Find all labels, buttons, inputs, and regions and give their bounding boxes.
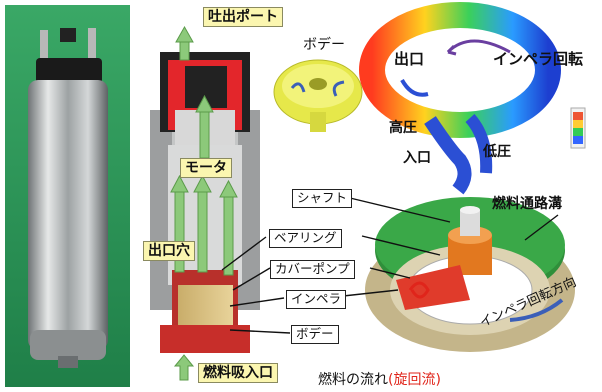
flow-arrow-icon: [400, 78, 429, 97]
motor-label: モータ: [180, 158, 232, 178]
fuel-flow-caption: 燃料の流れ(旋回流): [318, 373, 441, 387]
leader-lines: [221, 197, 559, 334]
swirl-arrow-icon: [408, 281, 430, 299]
impeller-rotation-label: インペラ回転: [493, 50, 584, 68]
pump-photo: [5, 5, 130, 387]
rotation-arrow-icon: [290, 82, 306, 93]
outlet-hole-label: 出口穴: [143, 241, 195, 261]
swirl-flow-text: (旋回流): [388, 372, 441, 388]
outlet-label: 出口: [394, 50, 425, 68]
rotation-arrow-icon: [509, 298, 564, 322]
high-pressure-label: 高圧: [389, 120, 417, 136]
bearing-label: ベアリング: [269, 229, 342, 248]
fuel-flow-text: 燃料の流れ: [318, 372, 388, 388]
body-top-label: ボデー: [303, 37, 345, 53]
pressure-ring-simulation: [359, 2, 586, 195]
fuel-intake-label: 燃料吸入口: [198, 363, 278, 383]
impeller-label: インペラ: [286, 290, 347, 309]
discharge-port-label: 吐出ポート: [203, 7, 283, 27]
body-bottom-label: ボデー: [291, 325, 339, 344]
inlet-label: 入口: [403, 150, 431, 166]
fuel-channel-groove-label: 燃料通路溝: [492, 196, 562, 212]
impeller-assembly: [365, 197, 575, 352]
low-pressure-label: 低圧: [483, 144, 511, 160]
shaft-label: シャフト: [292, 189, 353, 208]
body-part-illustration: [273, 59, 363, 132]
cover-pump-label: カバーポンプ: [270, 260, 355, 279]
flow-arrow-icon: [170, 25, 238, 381]
